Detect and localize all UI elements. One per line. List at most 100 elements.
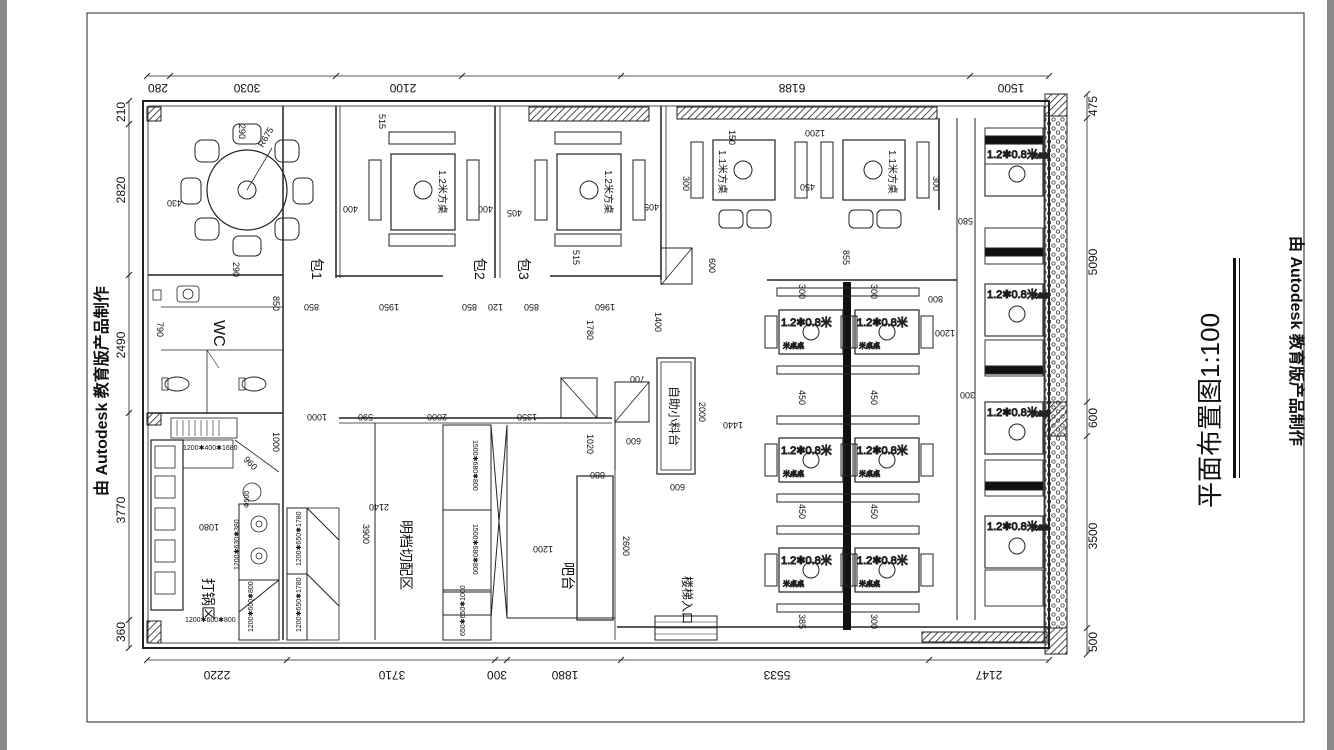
dim-600b: 600 (626, 436, 641, 446)
dim-290a: 290 (237, 124, 247, 139)
booth-table (854, 309, 920, 355)
dim-1080: 1080 (199, 522, 219, 532)
dim-1000a: 1000 (307, 412, 327, 422)
dim-300b: 300 (869, 284, 879, 299)
booth-table (984, 283, 1044, 337)
dim-1200a: 1200 (533, 544, 553, 554)
equip-e5: 1200✱650✱1780 (295, 511, 303, 566)
dim-bottom-4: 5533 (763, 668, 790, 682)
dim-right-1: 5090 (1086, 248, 1100, 275)
round-table-group (180, 123, 314, 257)
booth-table-label: 1.2✱0.8米 (987, 288, 1038, 301)
dim-1960: 1960 (595, 302, 615, 312)
dim-2000a: 2000 (427, 412, 447, 422)
room-label-bao3: 包3 (516, 258, 532, 280)
dim-top-1: 3030 (233, 81, 260, 95)
room-label-batai: 吧台 (560, 562, 576, 590)
bench (984, 127, 1044, 165)
dim-405b: 405 (644, 202, 659, 212)
dim-left-2: 2490 (114, 331, 128, 358)
booth-table-label: 1.2✱0.8米 (781, 444, 832, 457)
equip-e3: 1200✱600✱800 (185, 616, 236, 624)
booth-table (778, 437, 844, 483)
dim-405a: 405 (507, 208, 522, 218)
equip-e1: 1200✱400✱1680 (183, 444, 238, 452)
dim-left-0: 210 (114, 102, 128, 122)
dim-790: 790 (155, 322, 165, 337)
booth-table (778, 547, 844, 593)
dim-450b: 450 (869, 390, 879, 405)
dim-1200b: 1200 (935, 328, 955, 338)
bench (984, 569, 1044, 607)
dim-450d: 450 (869, 504, 879, 519)
booth-table-tag: 米桌桌 (859, 341, 880, 350)
equip-e8: 1500✱680✱800 (471, 440, 479, 491)
booth-table (984, 515, 1044, 569)
booth-table (854, 437, 920, 483)
dim-left-1: 2820 (114, 176, 128, 203)
dim-top-0: 280 (148, 81, 168, 95)
dim-300c: 300 (869, 614, 879, 629)
booth-table-label: 1.2✱0.8米 (987, 148, 1038, 161)
booth-table (854, 547, 920, 593)
booth-table-label: 1.2✱0.8米 (781, 316, 832, 329)
table-label-bao3: 1.2米方桌 (602, 170, 615, 214)
dim-right-2: 600 (1086, 408, 1100, 428)
dim-2000b: 2000 (697, 402, 707, 422)
dim-300e: 300 (931, 176, 941, 191)
dim-1200c: 1200 (805, 128, 825, 138)
square-tables-group (368, 131, 646, 247)
sheet-border (86, 12, 1305, 723)
table-label-bao2: 1.2米方桌 (436, 170, 449, 214)
dim-850wc: 850 (271, 296, 281, 311)
room-label-dago: 打锅区 (200, 578, 216, 620)
dim-1950: 1950 (379, 302, 399, 312)
window-planter (1044, 115, 1068, 629)
dim-385: 385 (797, 614, 807, 629)
equip-e10: Φ500 (244, 491, 251, 508)
equip-e6: 1200✱650✱1780 (295, 577, 303, 632)
room-label-louti: 楼梯入口 (680, 576, 695, 624)
watermark-left: 由 Autodesk 教育版产品制作 (92, 286, 111, 496)
dim-1020: 1020 (585, 434, 595, 454)
booth-table (778, 309, 844, 355)
equip-e9: 1500✱680✱800 (471, 524, 479, 575)
drawing-title: 平面布置图1:100 (1195, 313, 1225, 508)
dim-bottom-1: 3710 (378, 668, 405, 682)
room-label-mingdang: 明档切配区 (398, 520, 414, 590)
dim-450e: 450 (800, 182, 815, 192)
dim-bottom-2: 300 (487, 668, 507, 682)
dim-850a: 850 (304, 302, 319, 312)
dim-top-4: 1500 (997, 81, 1024, 95)
dim-left-4: 360 (114, 622, 128, 642)
booth-table-tag: 米桌桌 (1031, 410, 1049, 418)
dim-600c: 600 (670, 482, 685, 492)
dim-right-3: 3500 (1086, 522, 1100, 549)
dim-bottom-3: 1880 (551, 668, 578, 682)
booth-table-tag: 米桌桌 (859, 579, 880, 588)
dim-top-3: 6188 (778, 81, 805, 95)
equip-e7: 650✱650✱1000 (459, 585, 467, 636)
title-underline (1233, 258, 1236, 478)
dim-300f: 300 (960, 390, 975, 400)
room-label-wc: WC (210, 320, 227, 347)
dim-150: 150 (727, 130, 737, 145)
equip-e2: 1200✱630✱380 (233, 519, 241, 570)
booth-table-tag: 米桌桌 (1031, 524, 1049, 532)
dim-1400: 1400 (653, 312, 663, 332)
booth-table-label: 1.2✱0.8米 (857, 554, 908, 567)
dim-800: 800 (928, 294, 943, 304)
booth-table-tag: 米桌桌 (1031, 152, 1049, 160)
dim-880: 880 (590, 470, 605, 480)
dim-3900: 3900 (361, 524, 371, 544)
bench (984, 227, 1044, 265)
dim-430: 430 (167, 198, 182, 208)
dim-bottom-0: 2220 (203, 668, 230, 682)
bench (984, 459, 1044, 497)
bench (984, 339, 1044, 377)
booth-table-label: 1.2✱0.8米 (987, 406, 1038, 419)
dim-2600: 2600 (621, 536, 631, 556)
booth-table-tag: 米桌桌 (859, 469, 880, 478)
